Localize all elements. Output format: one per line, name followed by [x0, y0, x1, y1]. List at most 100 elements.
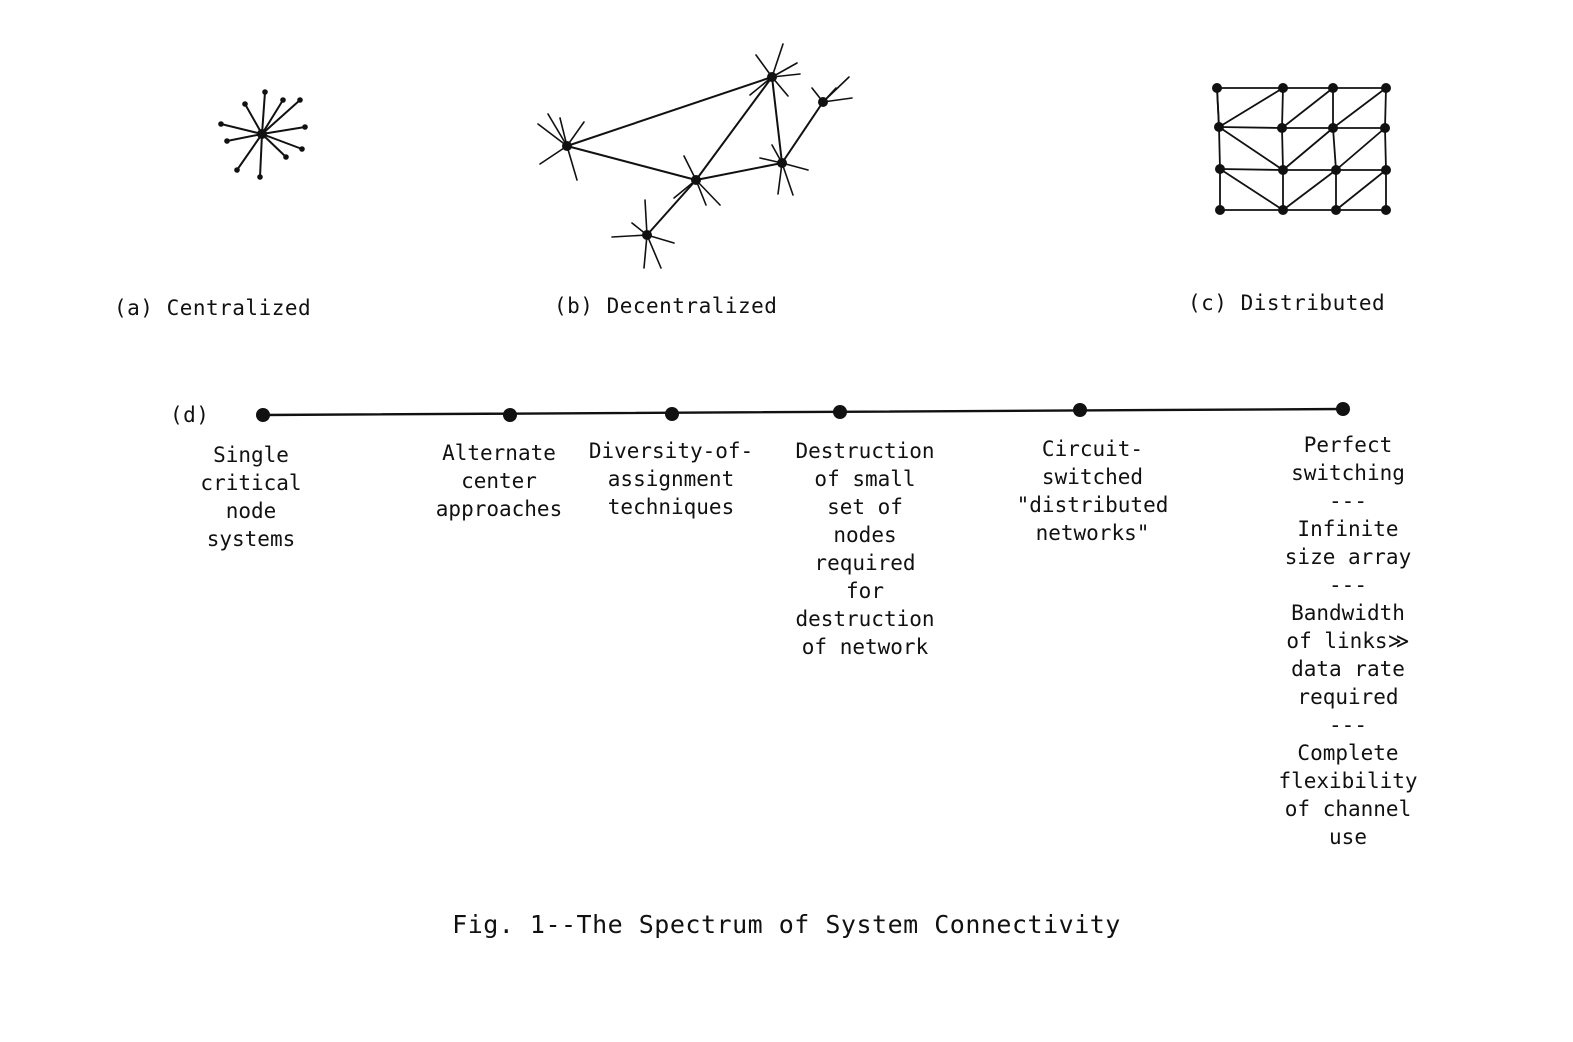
figure-caption: Fig. 1--The Spectrum of System Connectiv… — [452, 910, 1121, 939]
leaf-node — [234, 167, 240, 173]
mesh-node — [1331, 165, 1341, 175]
hub-node — [767, 72, 777, 82]
mesh-node — [1215, 164, 1225, 174]
network-link — [646, 179, 697, 236]
spoke-line — [261, 133, 303, 150]
mesh-link — [1281, 87, 1284, 129]
mesh-node — [1381, 83, 1391, 93]
hub-node — [777, 158, 787, 168]
spectrum-point — [665, 407, 679, 421]
distributed-network-diagram — [1212, 83, 1391, 215]
spectrum-point — [833, 405, 847, 419]
spoke-line — [236, 133, 263, 171]
mesh-node — [1328, 123, 1338, 133]
leaf-node — [280, 97, 286, 103]
mesh-link — [1218, 87, 1284, 128]
leaf-node — [224, 138, 230, 144]
mesh-node — [1212, 83, 1222, 93]
node-spike — [781, 162, 794, 196]
node-spike — [547, 113, 568, 147]
mesh-link — [1216, 87, 1220, 128]
mesh-link — [1384, 127, 1387, 171]
label-decentralized: (b) Decentralized — [554, 294, 778, 318]
network-link — [566, 145, 697, 181]
network-link — [566, 76, 773, 147]
mesh-node — [1380, 123, 1390, 133]
central-node — [257, 129, 267, 139]
node-spike — [566, 145, 578, 181]
hub-node — [642, 230, 652, 240]
spectrum-line — [256, 402, 1350, 422]
label-distributed: (c) Distributed — [1188, 291, 1386, 315]
mesh-node — [1331, 205, 1341, 215]
label-centralized: (a) Centralized — [114, 296, 312, 320]
hub-node — [818, 97, 828, 107]
stage-diversity-of-assignment: Diversity-of- assignment techniques — [588, 439, 754, 519]
spoke-line — [261, 99, 284, 135]
mesh-link — [1332, 127, 1337, 171]
mesh-node — [1214, 122, 1224, 132]
mesh-node — [1277, 123, 1287, 133]
mesh-link — [1335, 127, 1386, 171]
decentralized-network-diagram — [537, 43, 853, 269]
mesh-link — [1282, 127, 1334, 171]
leaf-node — [242, 101, 248, 107]
node-spike — [646, 234, 662, 269]
leaf-node — [257, 174, 263, 180]
node-spike — [643, 234, 648, 269]
spoke-line — [261, 126, 306, 135]
network-link — [781, 101, 824, 164]
mesh-node — [1215, 205, 1225, 215]
network-link — [771, 76, 783, 164]
hub-node — [562, 141, 572, 151]
node-spike — [771, 43, 784, 78]
mesh-node — [1278, 205, 1288, 215]
spectrum-axis — [261, 407, 1345, 417]
node-spike — [777, 162, 783, 195]
node-spike — [695, 179, 721, 206]
stage-perfect-switching: Perfect switching --- Infinite size arra… — [1278, 433, 1418, 849]
spoke-line — [261, 99, 301, 135]
mesh-node — [1278, 83, 1288, 93]
node-spike — [539, 145, 568, 165]
mesh-link — [1218, 126, 1221, 170]
mesh-link — [1219, 168, 1284, 171]
spoke-line — [259, 133, 263, 178]
mesh-node — [1381, 165, 1391, 175]
mesh-link — [1282, 169, 1337, 211]
spectrum-point — [503, 408, 517, 422]
stage-circuit-switched: Circuit- switched "distributed networks" — [1016, 437, 1169, 545]
node-spike — [537, 123, 568, 147]
spoke-line — [226, 133, 263, 142]
mesh-node — [1328, 83, 1338, 93]
spectrum-point — [256, 408, 270, 422]
spoke-line — [261, 133, 287, 158]
node-spike — [644, 199, 648, 236]
network-link — [695, 76, 773, 181]
leaf-node — [283, 154, 289, 160]
spoke-line — [244, 103, 263, 135]
mesh-link — [1281, 87, 1334, 129]
leaf-node — [299, 146, 305, 152]
node-spike — [611, 234, 648, 238]
centralized-network-diagram — [218, 89, 308, 180]
mesh-node — [1381, 205, 1391, 215]
spoke-line — [261, 91, 266, 135]
mesh-link — [1281, 127, 1284, 171]
mesh-node — [1278, 165, 1288, 175]
spoke-line — [220, 123, 263, 135]
mesh-link — [1219, 168, 1284, 211]
leaf-node — [262, 89, 268, 95]
mesh-link — [1332, 87, 1387, 129]
stage-single-critical-node: Single critical node systems — [200, 443, 302, 551]
stage-destruction-of-nodes: Destruction of small set of nodes requir… — [795, 439, 935, 659]
mesh-link — [1218, 126, 1284, 171]
label-spectrum: (d) — [170, 403, 210, 427]
leaf-node — [297, 97, 303, 103]
hub-node — [691, 175, 701, 185]
network-link — [695, 162, 783, 181]
leaf-node — [302, 124, 308, 130]
mesh-link — [1218, 126, 1283, 129]
mesh-link — [1335, 169, 1387, 211]
